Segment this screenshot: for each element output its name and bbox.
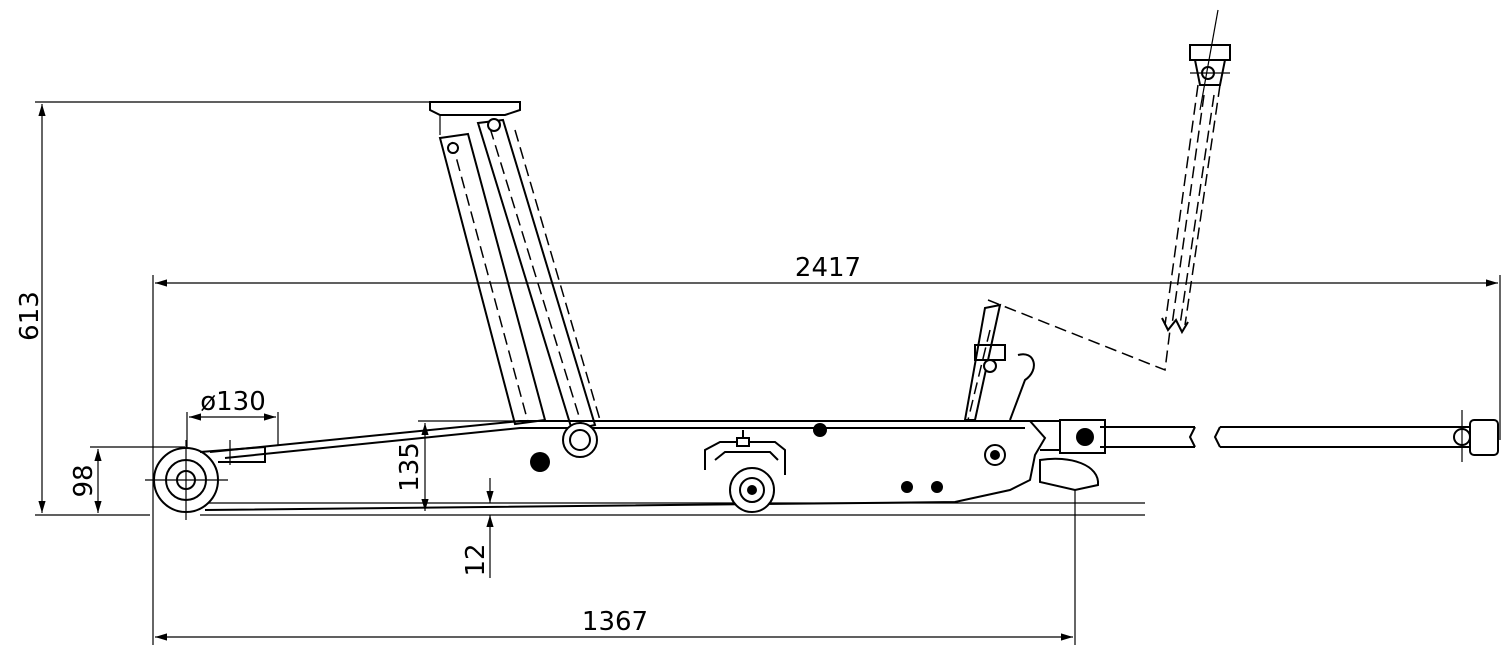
dimension-2417: 2417 (152, 253, 1501, 520)
dimension-135-label: 135 (395, 442, 425, 492)
dimension-135: 135 (395, 420, 520, 511)
dimension-98: 98 (69, 446, 185, 513)
dimension-12-label: 12 (461, 543, 491, 576)
dimension-613: 613 (15, 101, 430, 516)
handle-socket (963, 303, 1106, 492)
dimension-98-label: 98 (69, 464, 99, 497)
dimension-130: ø130 (186, 387, 279, 460)
lift-arm (429, 101, 601, 432)
dimension-2417-label: 2417 (795, 253, 861, 283)
handle-raised (987, 9, 1231, 372)
pivot-points (530, 422, 1006, 493)
dimension-130-label: ø130 (200, 387, 266, 417)
dimension-613-label: 613 (15, 291, 45, 341)
front-wheel (145, 440, 266, 520)
dimension-1367-label: 1367 (582, 607, 648, 637)
dimension-12: 12 (200, 478, 1145, 578)
handle-horizontal (1100, 410, 1499, 462)
dimension-1367: 1367 (152, 490, 1076, 645)
jack-frame (204, 420, 1101, 511)
caster-wheel (704, 430, 786, 513)
